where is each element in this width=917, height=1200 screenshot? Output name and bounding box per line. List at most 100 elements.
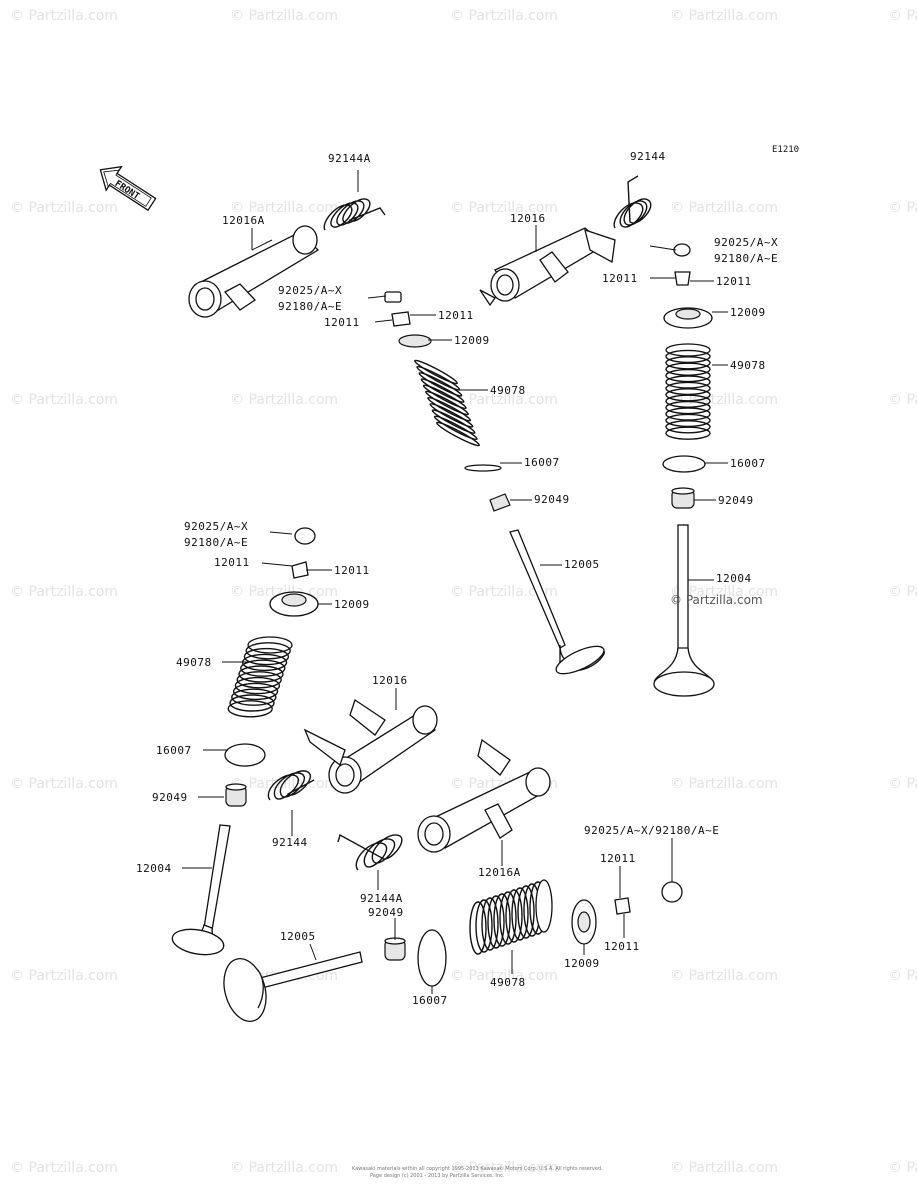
label-92144-mid: 92144 (272, 836, 308, 849)
diagram-code: E1210 (772, 145, 799, 155)
label-12011-tr-a: 12011 (602, 272, 638, 285)
valve-12004-mid (171, 824, 231, 956)
label-cotter-combo2-tr: 92180/A~E (714, 252, 778, 265)
label-12011-tl-b: 12011 (438, 309, 474, 322)
spring-coil (665, 394, 711, 408)
valve-spring-top-left (414, 359, 480, 447)
watermark-text: © Partzilla.com (10, 392, 118, 408)
watermark-text: © Partzilla.com (450, 968, 558, 984)
label-49078-tl: 49078 (490, 384, 526, 397)
spring-coil (240, 659, 286, 677)
spring-92144a-top (323, 170, 386, 231)
label-12016a-top: 12016A (222, 214, 265, 227)
retainer-bottom (571, 899, 597, 945)
seat-top-left (464, 464, 502, 472)
seat-mid-left (224, 743, 266, 767)
spring-coil (436, 421, 480, 447)
label-16007-tl: 16007 (524, 456, 560, 469)
spring-coil (665, 388, 711, 402)
spring-coil (232, 682, 279, 701)
watermark-text: © Partzilla.com (450, 8, 558, 24)
label-cotter-combo2-tl: 92180/A~E (278, 300, 342, 313)
watermark-text: © Partzilla.com (230, 392, 338, 408)
seal-bottom (384, 937, 406, 961)
rocker-arm-12016a-bottom (417, 738, 551, 853)
label-12009-tr: 12009 (730, 306, 766, 319)
label-12016-mid: 12016 (372, 674, 408, 687)
footer-design: Page design (c) 2001 - 2013 by Partzilla… (370, 1173, 505, 1179)
valve-spring-bottom (469, 879, 553, 955)
watermark-text: © Partzilla.com (888, 968, 917, 984)
seal-top-left (489, 493, 511, 512)
spring-coil (505, 889, 523, 943)
label-12011-bottom-a: 12011 (600, 852, 636, 865)
watermark-text: © Partzilla.com (670, 200, 778, 216)
spring-coil (665, 356, 711, 370)
label-12011-bottom-b: 12011 (604, 940, 640, 953)
cotter-bottom (614, 897, 631, 915)
spring-coil (425, 390, 469, 416)
label-92144a-bottom: 92144A (360, 892, 403, 905)
label-12009-tl: 12009 (454, 334, 490, 347)
spring-coil (535, 879, 553, 933)
spring-92144a-bottom (337, 833, 403, 871)
retainer-top-right (663, 307, 713, 329)
label-12005-bottom: 12005 (280, 930, 316, 943)
seat-top-right (662, 455, 706, 473)
rocker-arm-12016a-top (188, 225, 320, 318)
spring-coil (234, 676, 281, 695)
spring-coil (420, 378, 465, 403)
spring-coil (431, 409, 476, 434)
leader-lines (182, 225, 728, 994)
watermark-text: © Partzilla.com (670, 968, 778, 984)
spring-coil (665, 368, 711, 383)
watermark-text: © Partzilla.com (670, 584, 778, 600)
watermark-text: © Partzilla.com (10, 968, 118, 984)
cotter-cap-top-right (673, 243, 691, 257)
label-cotter-combo1-tl: 92025/A~X (278, 284, 342, 297)
label-12011-ml-a: 12011 (214, 556, 250, 569)
spring-coil (243, 647, 290, 666)
retainer-top-left (398, 334, 432, 348)
cotter-top-left (391, 311, 411, 327)
spring-coil (418, 372, 463, 397)
spring-coil (422, 384, 467, 410)
cotter-mid-left (291, 561, 309, 579)
label-92049-tl: 92049 (534, 493, 570, 506)
label-12011-tr-b: 12011 (716, 275, 752, 288)
cotter-top-right (674, 271, 691, 286)
watermark-text: © Partzilla.com (10, 584, 118, 600)
rocker-arm-12016-mid (303, 698, 438, 794)
label-16007-bottom: 16007 (412, 994, 448, 1007)
spring-coil (238, 665, 284, 683)
valve-spring-mid-left (227, 636, 293, 718)
spring-coil (229, 694, 275, 712)
watermark-text: © Partzilla.com (450, 584, 558, 600)
spring-coil (236, 671, 282, 689)
watermark-text: © Partzilla.com (10, 776, 118, 792)
watermark-text: © Partzilla.com (888, 8, 917, 24)
label-49078-tr: 49078 (730, 359, 766, 372)
spring-92144-top (613, 175, 652, 229)
valve-12005-bottom (223, 951, 363, 1022)
label-16007-ml: 16007 (156, 744, 192, 757)
spring-coil (493, 893, 511, 947)
spring-coil (469, 901, 487, 955)
label-12009-ml: 12009 (334, 598, 370, 611)
label-12004-top: 12004 (716, 572, 752, 585)
watermark-text: © Partzilla.com (230, 200, 338, 216)
label-92049-tr: 92049 (718, 494, 754, 507)
label-12011-ml-b: 12011 (334, 564, 370, 577)
spring-coil (433, 415, 478, 441)
spring-coil (231, 688, 277, 706)
label-12005-top: 12005 (564, 558, 600, 571)
spring-92144-mid (267, 770, 315, 801)
label-12009-bottom: 12009 (564, 957, 600, 970)
spring-coil (227, 700, 273, 718)
footer-copyright: Kawasaki materials within all copyright … (352, 1166, 603, 1172)
valve-12004-top (653, 524, 715, 697)
valve-spring-top-right (665, 343, 711, 440)
label-cotter-combo1-ml: 92025/A~X (184, 520, 248, 533)
label-12011-tl-a: 12011 (324, 316, 360, 329)
